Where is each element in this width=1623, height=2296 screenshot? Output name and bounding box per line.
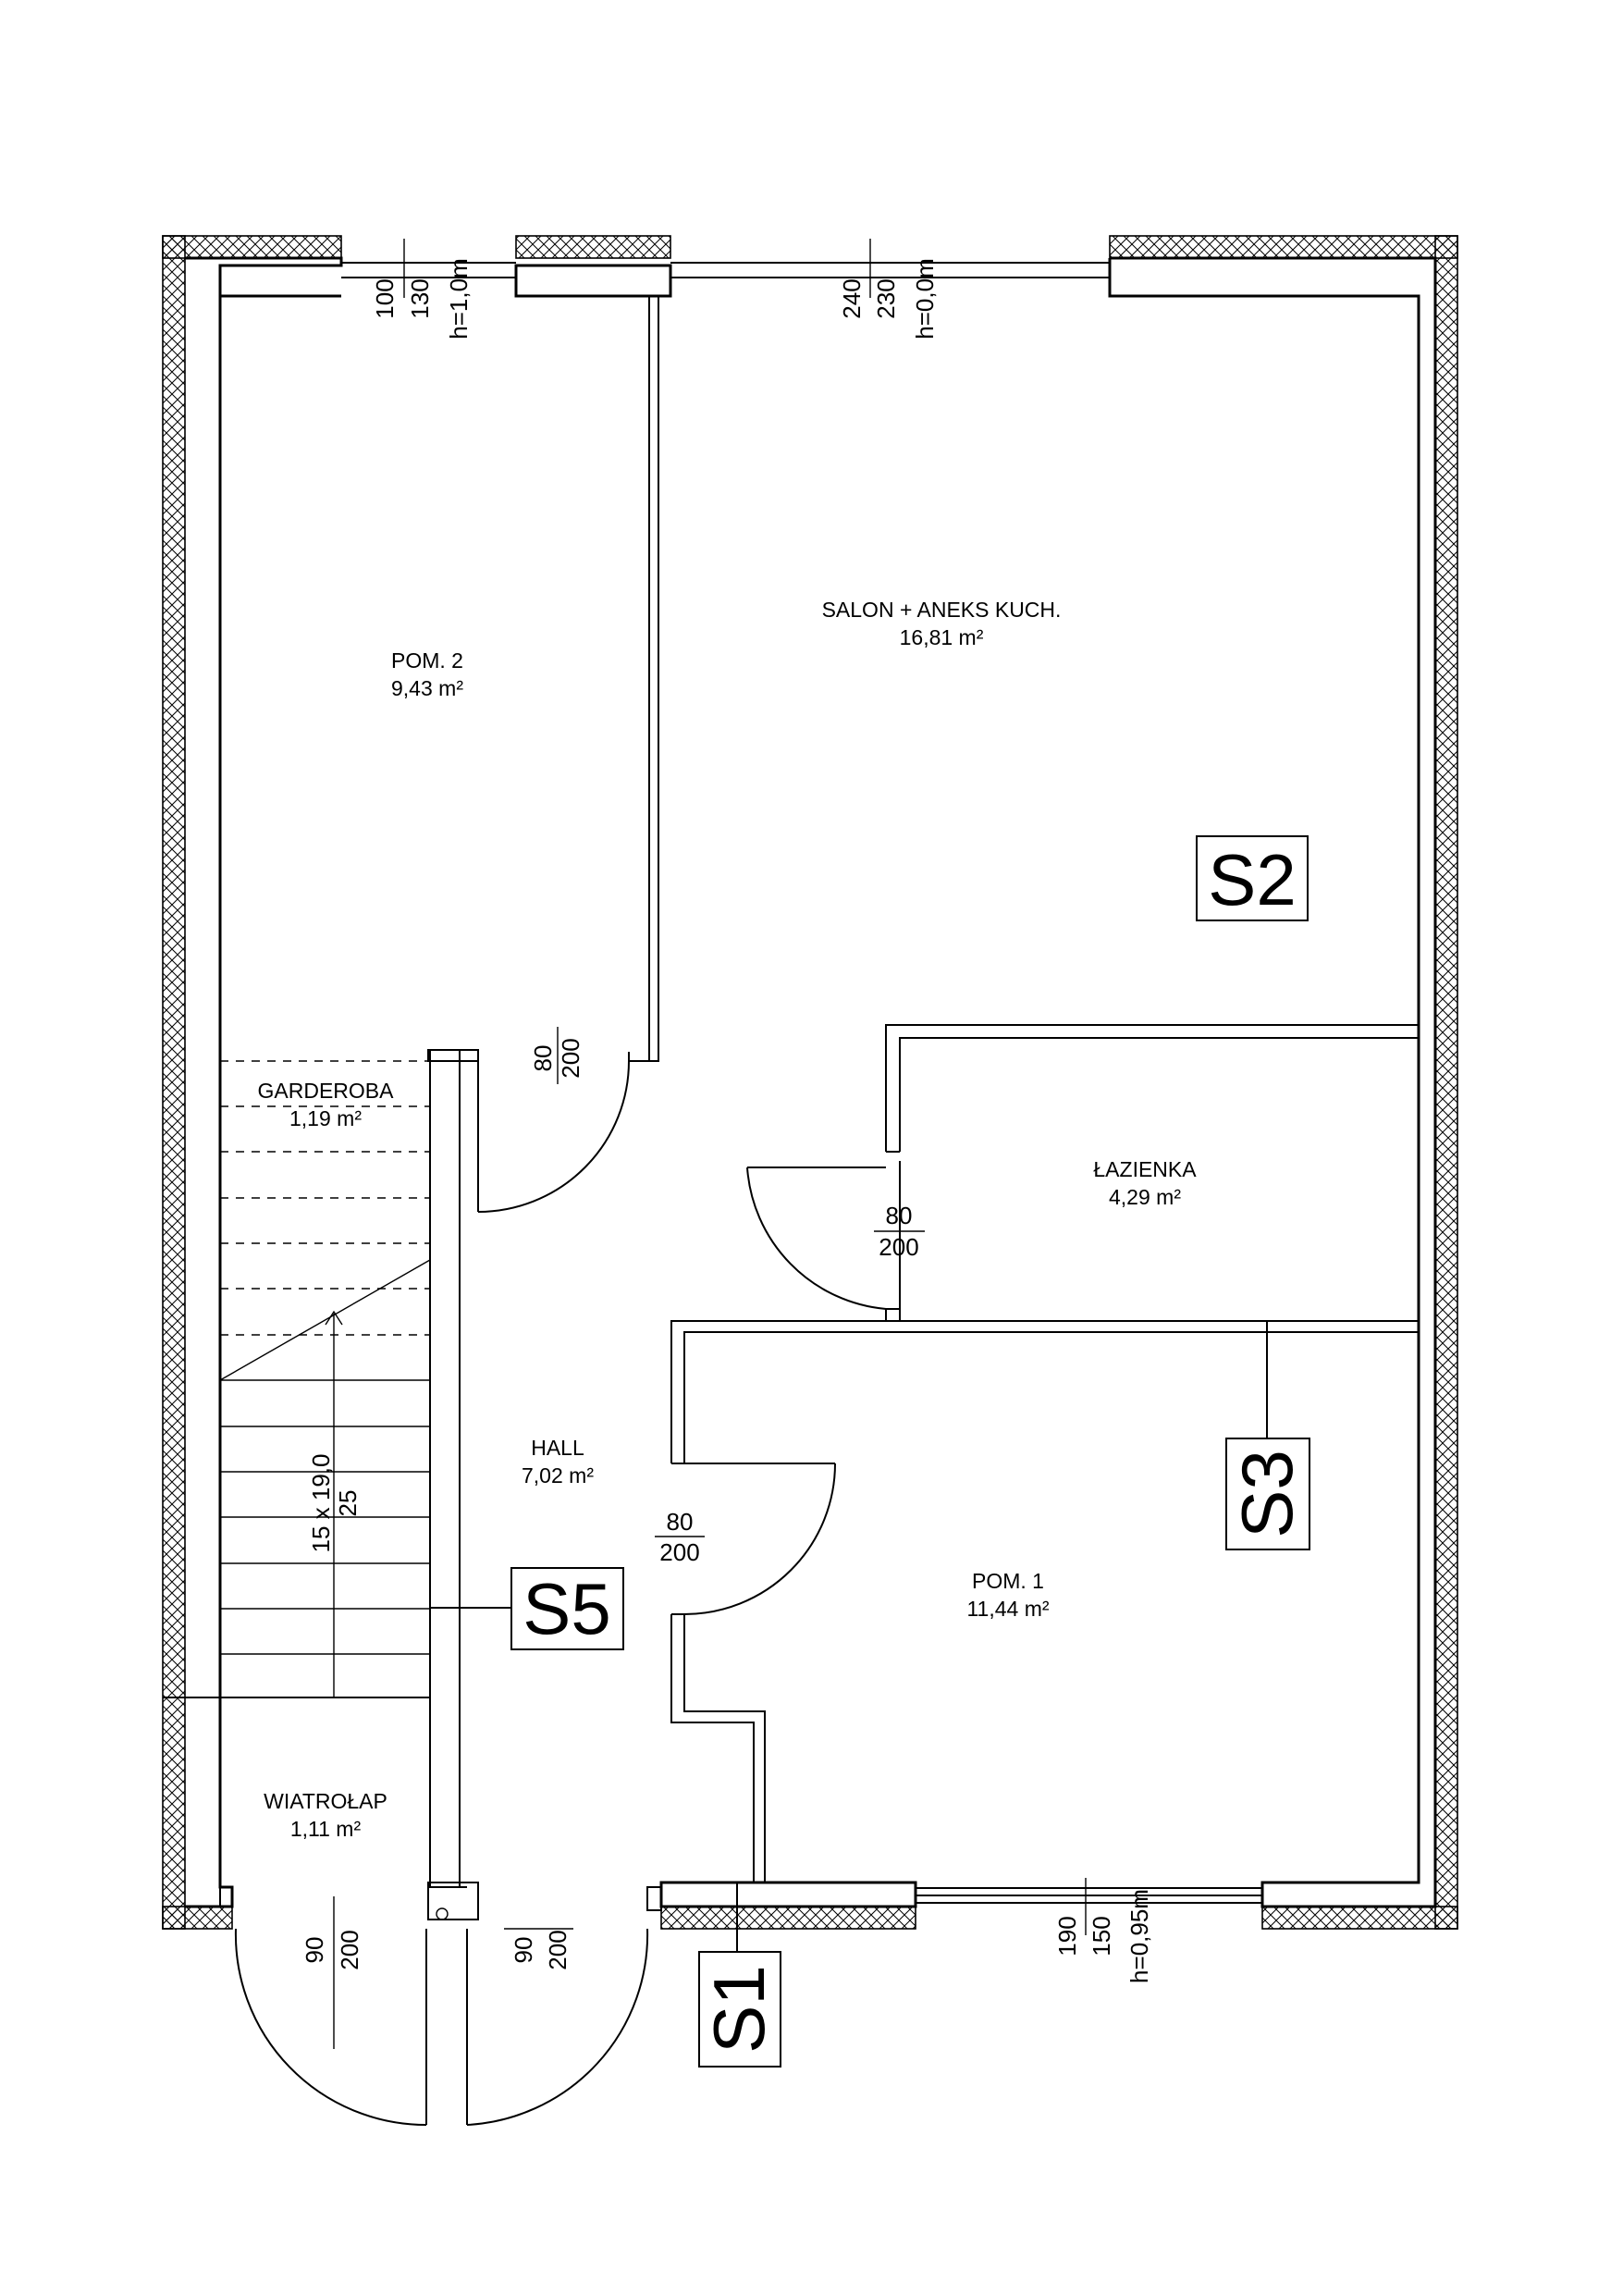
door-pom1[interactable]: 80 200 <box>655 1463 836 1615</box>
interior-walls <box>163 296 1419 1920</box>
door-lazienka[interactable]: 80 200 <box>746 1161 925 1310</box>
window-w1-label: 100 130 h=1,0m <box>371 239 473 339</box>
door-pom2-width: 80 <box>529 1045 557 1072</box>
window-w1-sill: h=1,0m <box>445 258 473 339</box>
room-wiatrolap-name: WIATROŁAP <box>264 1789 387 1813</box>
stairs: 15 x 19,0 25 <box>219 1060 431 1698</box>
door-entry2[interactable]: 90 200 <box>466 1928 649 2126</box>
room-hall-area: 7,02 m² <box>522 1463 594 1487</box>
room-garderoba-area: 1,19 m² <box>289 1106 362 1130</box>
room-pom1-name: POM. 1 <box>972 1569 1044 1593</box>
room-garderoba-name: GARDEROBA <box>258 1079 395 1103</box>
window-w1-height: 130 <box>406 278 434 318</box>
window-w3-height: 150 <box>1088 1916 1115 1956</box>
room-pom2-name: POM. 2 <box>391 648 463 673</box>
window-labels: 100 130 h=1,0m 240 230 h=0,0m 190 150 h=… <box>371 239 1153 1983</box>
window-w1-width: 100 <box>371 278 399 318</box>
section-s2-label: S2 <box>1208 839 1296 920</box>
section-markers: S2 S3 S5 S1 <box>430 835 1310 2068</box>
external-insulation <box>162 235 1458 1930</box>
door-entry2-width: 90 <box>510 1937 537 1964</box>
room-hall-name: HALL <box>531 1436 584 1460</box>
section-s2[interactable]: S2 <box>1196 835 1309 921</box>
room-salon-name: SALON + ANEKS KUCH. <box>822 598 1062 622</box>
door-entry1[interactable]: 90 200 <box>234 1896 427 2126</box>
window-w3-sill: h=0,95m <box>1125 1889 1153 1983</box>
window-w2-height: 230 <box>872 278 900 318</box>
room-wiatrolap-area: 1,11 m² <box>290 1817 362 1841</box>
door-entry1-width: 90 <box>301 1937 328 1964</box>
room-labels: POM. 2 9,43 m² SALON + ANEKS KUCH. 16,81… <box>258 598 1198 1841</box>
door-entry1-height: 200 <box>336 1930 363 1969</box>
door-lazienka-width: 80 <box>886 1202 913 1229</box>
section-s3-label: S3 <box>1226 1450 1308 1537</box>
window-w2-sill: h=0,0m <box>911 258 939 339</box>
window-w2-label: 240 230 h=0,0m <box>838 239 939 339</box>
room-lazienka-area: 4,29 m² <box>1109 1185 1181 1209</box>
room-lazienka-name: ŁAZIENKA <box>1093 1157 1197 1181</box>
door-lazienka-height: 200 <box>879 1233 918 1261</box>
room-pom1-area: 11,44 m² <box>966 1597 1049 1621</box>
window-w3-width: 190 <box>1053 1916 1081 1956</box>
section-s5-label: S5 <box>523 1568 610 1649</box>
stairs-tread-label: 25 <box>334 1490 362 1517</box>
door-pom1-height: 200 <box>659 1538 699 1566</box>
section-s3[interactable]: S3 <box>1225 1321 1310 1550</box>
section-s1-label: S1 <box>698 1965 780 2053</box>
section-s1[interactable]: S1 <box>698 1882 781 2068</box>
door-pom2[interactable]: 80 200 <box>477 1027 630 1213</box>
door-entry2-height: 200 <box>544 1930 572 1969</box>
window-w3-label: 190 150 h=0,95m <box>1053 1878 1153 1983</box>
stairs-steps-label: 15 x 19,0 <box>307 1454 335 1553</box>
door-pom1-width: 80 <box>667 1508 694 1536</box>
window-openings-top <box>341 262 1110 278</box>
room-pom2-area: 9,43 m² <box>391 676 463 700</box>
section-s5[interactable]: S5 <box>430 1567 624 1650</box>
door-pom2-height: 200 <box>557 1038 584 1078</box>
doors: 80 200 80 200 80 200 90 200 <box>234 1027 925 2126</box>
external-walls <box>185 256 1437 1908</box>
room-salon-area: 16,81 m² <box>900 625 984 649</box>
window-w2-width: 240 <box>838 278 866 318</box>
